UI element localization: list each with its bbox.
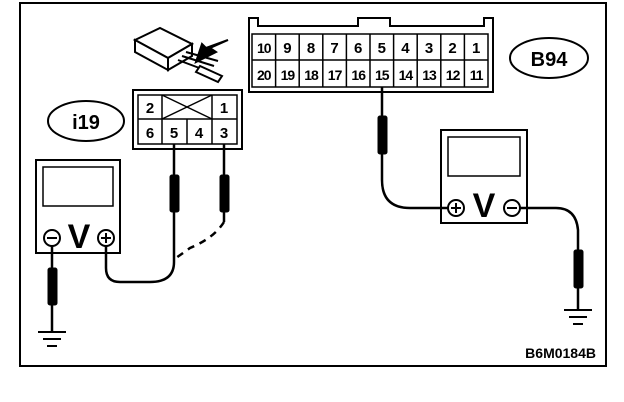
b94-pin: 20 [257,67,272,83]
b94-pin: 2 [448,40,456,57]
b94-pin: 4 [401,40,410,57]
ground-icon [38,331,66,347]
b94-pin: 8 [307,40,315,57]
voltmeter-right-v: V [473,187,496,225]
i19-pin: 2 [146,100,154,117]
i19-label-ellipse [47,100,125,142]
i19-pin: 5 [170,125,178,142]
b94-pin: 12 [446,67,461,83]
b94-label-ellipse [509,37,589,79]
i19-pin: 4 [195,125,204,142]
b94-pin: 6 [354,40,362,57]
frame-border [19,2,607,367]
b94-pin: 1 [472,40,480,57]
b94-pin: 19 [281,67,296,83]
i19-pin: 6 [146,125,154,142]
b94-pin: 17 [328,67,343,83]
b94-pin: 11 [470,67,484,83]
b94-pin: 7 [330,40,338,57]
voltmeter-left: V [35,159,121,256]
b94-pin: 14 [399,67,414,83]
probe-right-ground [573,249,584,289]
probes [47,115,584,306]
i19-label: i19 [72,112,100,134]
b94-pin: 10 [257,40,272,56]
b94-pin: 15 [375,67,390,83]
b94-pin: 5 [378,40,386,57]
b94-pin: 9 [283,40,291,57]
probe-i19-pin5 [169,168,180,213]
probe-left-ground [47,267,58,306]
ground-icon [564,309,592,325]
probe-b94-pin15 [377,115,388,155]
b94-pin: 16 [351,67,366,83]
connector-plug-icon [132,26,229,84]
b94-pin: 13 [422,67,437,83]
voltmeter-right: V [440,129,528,225]
b94-pin: 3 [425,40,433,57]
i19-pin: 3 [220,125,228,142]
probe-i19-pin3 [219,168,230,213]
b94-pin: 18 [304,67,319,83]
voltmeter-left-v: V [68,218,91,256]
connector-i19: 2 1 6 5 4 3 [132,89,243,150]
wires [50,87,580,332]
figure-code: B6M0184B [525,345,596,361]
i19-pin: 1 [220,100,228,117]
b94-label: B94 [531,49,569,71]
